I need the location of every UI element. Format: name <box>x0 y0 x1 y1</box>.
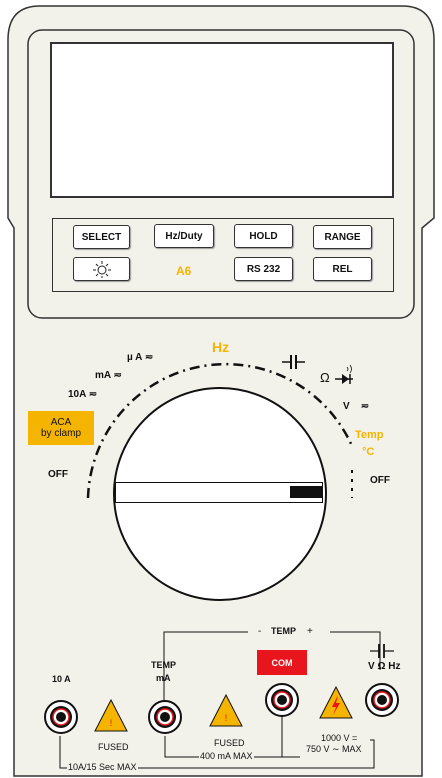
dial-hz-label: Hz <box>212 339 230 355</box>
svg-text:!: ! <box>110 718 113 728</box>
fused-label-1: FUSED <box>98 742 129 752</box>
max-10a-label: 10A/15 Sec MAX <box>67 762 138 772</box>
max-400ma-label: 400 mA MAX <box>199 751 254 761</box>
diode-buzzer-icon <box>335 364 353 384</box>
dial-ma-label: mA ≂ <box>95 370 122 381</box>
rel-button[interactable]: REL <box>313 257 372 281</box>
select-button[interactable]: SELECT <box>73 225 130 249</box>
hz-duty-button[interactable]: Hz/Duty <box>154 224 214 248</box>
dial-pointer-tip <box>290 486 322 498</box>
warning-icon: ! <box>209 693 243 727</box>
high-voltage-icon <box>319 685 353 719</box>
dial-volt-label: V ≂ <box>343 401 370 412</box>
jack-ma-label: mA <box>156 673 171 683</box>
rs232-button[interactable]: RS 232 <box>234 257 293 281</box>
com-label: COM <box>271 657 293 668</box>
temp-minus-label: - <box>258 626 262 637</box>
dial-ohm-label: Ω <box>320 370 330 385</box>
warning-icon: ! <box>94 698 128 732</box>
temp-plus-label: + <box>307 626 313 637</box>
jack-temp-label: TEMP <box>151 660 177 670</box>
button-panel <box>52 218 394 292</box>
max-750v-label: 750 V ∼ MAX <box>305 744 363 755</box>
hold-button[interactable]: HOLD <box>234 224 293 248</box>
jack-10a[interactable] <box>44 700 78 734</box>
jack-com[interactable] <box>265 683 299 717</box>
aca-label: ACA <box>50 417 72 428</box>
aca-by-clamp-badge: ACA by clamp <box>28 411 94 445</box>
dial-off-right-label: OFF <box>370 475 390 486</box>
by-clamp-label: by clamp <box>40 428 81 439</box>
acdc-icon: ≂ <box>144 352 154 363</box>
max-1000v-label: 1000 V = <box>321 733 358 743</box>
jack-vohmhz[interactable] <box>365 683 399 717</box>
temp-polarity-label: TEMP <box>271 626 297 636</box>
acdc-icon: ≂ <box>113 370 122 381</box>
capacitor-icon <box>282 355 305 369</box>
com-badge: COM <box>257 650 307 675</box>
range-button[interactable]: RANGE <box>313 225 372 249</box>
sun-icon <box>92 261 111 278</box>
jack-10a-label: 10 A <box>52 674 71 684</box>
dial-celsius-label: °C <box>362 446 375 458</box>
dial-ua-label: µ A ≂ <box>127 352 154 363</box>
dial-temp-label: Temp <box>355 429 384 441</box>
dial-10a-label: 10A ≂ <box>68 389 98 400</box>
capacitor-icon <box>370 644 394 658</box>
backlight-button[interactable] <box>73 257 130 281</box>
svg-text:!: ! <box>225 713 228 723</box>
dial-off-left-label: OFF <box>48 469 68 480</box>
jack-vohmhz-label: V Ω Hz <box>368 661 401 672</box>
dial-pointer[interactable] <box>115 482 323 503</box>
fused-label-2: FUSED <box>214 738 245 748</box>
jack-temp-ma[interactable] <box>148 700 182 734</box>
model-label: A6 <box>176 264 192 278</box>
acdc-icon: ≂ <box>360 401 370 412</box>
acdc-icon: ≂ <box>88 389 98 400</box>
lcd-display <box>50 42 394 198</box>
